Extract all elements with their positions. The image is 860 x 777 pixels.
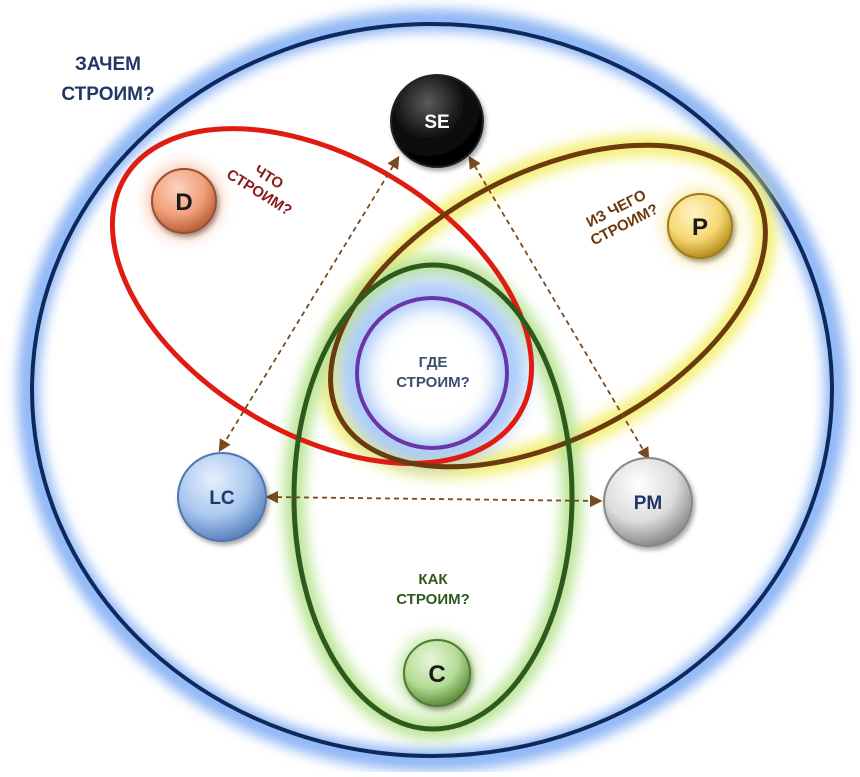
node-se-label: SE (424, 112, 449, 133)
node-se (390, 74, 484, 168)
outer-ring (30, 22, 834, 758)
node-pm (603, 457, 693, 547)
node-lc (177, 452, 267, 542)
title-line1: ЗАЧЕМ (75, 54, 141, 75)
node-c (403, 639, 471, 707)
where-label-line1: ГДЕ (419, 354, 448, 371)
node-pm-label: PM (634, 493, 663, 514)
how-label-line2: СТРОИМ? (396, 591, 470, 608)
node-d (151, 168, 217, 234)
node-p (667, 193, 733, 259)
node-d-label: D (175, 189, 192, 216)
how-label-line1: КАК (418, 571, 448, 588)
node-lc-label: LC (209, 488, 235, 509)
node-c-label: C (428, 661, 445, 688)
arrow-se-lc (218, 155, 400, 453)
arrow-lc-pm (265, 490, 603, 508)
arrow-se-pm (468, 155, 650, 461)
where-circle-glow (339, 280, 525, 466)
where-circle (355, 296, 509, 450)
title-line2: СТРОИМ? (61, 84, 154, 105)
outer-ring-glow (17, 9, 847, 771)
where-label-line2: СТРОИМ? (396, 374, 470, 391)
node-p-label: P (692, 214, 708, 241)
